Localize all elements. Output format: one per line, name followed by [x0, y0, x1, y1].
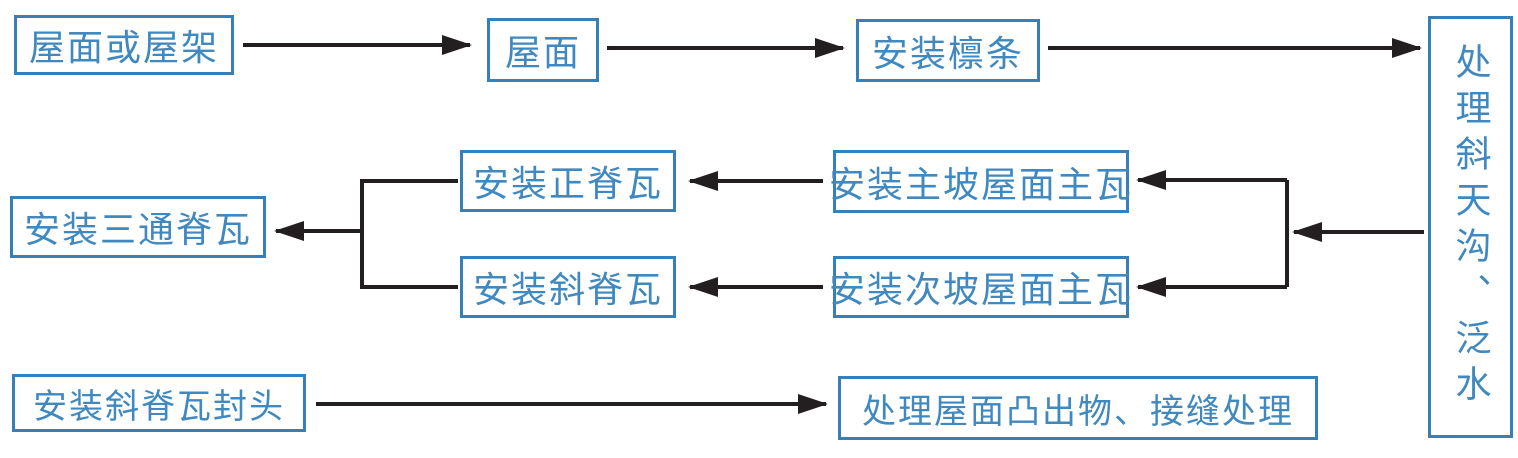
node-install-three-way-ridge-tiles: 安装三通脊瓦 — [10, 196, 266, 258]
node-install-main-ridge-tiles: 安装正脊瓦 — [460, 150, 676, 212]
node-handle-protrusions-seams: 处理屋面凸出物、接缝处理 — [838, 376, 1318, 440]
node-install-hip-ridge-tiles: 安装斜脊瓦 — [460, 256, 676, 318]
node-roof-surface: 屋面 — [487, 18, 599, 82]
node-install-hip-ridge-end-caps: 安装斜脊瓦封头 — [12, 374, 306, 432]
node-handle-valley-flashing: 处理斜天沟、泛水 — [1428, 16, 1513, 438]
node-roof-or-truss: 屋面或屋架 — [14, 15, 234, 75]
node-install-purlins: 安装檩条 — [856, 19, 1040, 82]
node-install-main-slope-tiles: 安装主坡屋面主瓦 — [829, 150, 1131, 213]
node-install-secondary-slope-tiles: 安装次坡屋面主瓦 — [829, 256, 1131, 318]
